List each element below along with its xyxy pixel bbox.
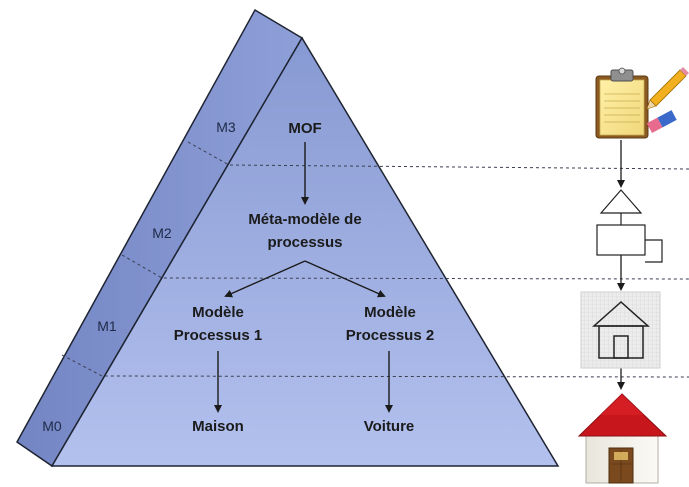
- node-mof: MOF: [288, 120, 321, 137]
- node-meta-model-line1: Méta-modèle de: [248, 211, 361, 228]
- level-label-m3: M3: [216, 119, 236, 135]
- level-separators: [61, 141, 689, 378]
- level-label-m1: M1: [97, 318, 117, 334]
- level-label-m0: M0: [42, 418, 62, 434]
- house-sketch-icon: [580, 291, 661, 369]
- node-process-model-2-line2: Processus 2: [346, 327, 434, 344]
- node-process-model-1-line2: Processus 1: [174, 327, 262, 344]
- node-process-model-1-line1: Modèle: [192, 304, 244, 321]
- level-label-m2: M2: [152, 225, 172, 241]
- arrow-meta-to-process-1: [224, 260, 306, 298]
- clipboard-pencil-icon: [595, 67, 689, 139]
- uml-class-diagram-icon: [596, 189, 663, 263]
- pyramid-arrows: [214, 142, 393, 413]
- node-process-model-2-line1: Modèle: [364, 304, 416, 321]
- house-icon: [577, 393, 668, 484]
- pyramid-front-face: [50, 36, 560, 467]
- node-maison: Maison: [192, 418, 244, 435]
- arrow-meta-to-process-2: [304, 260, 386, 298]
- node-meta-model-line2: processus: [267, 234, 342, 251]
- node-voiture: Voiture: [364, 418, 415, 435]
